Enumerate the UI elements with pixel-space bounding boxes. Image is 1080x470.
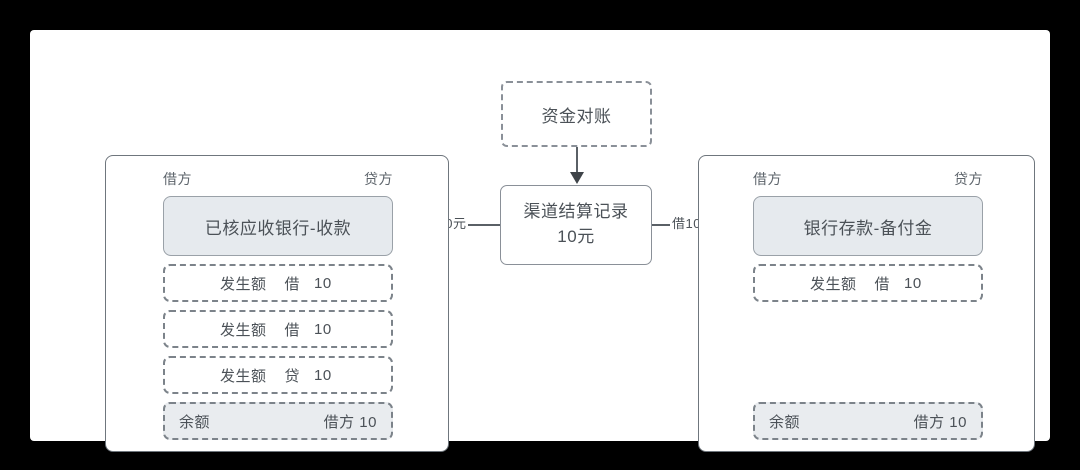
panel-left-header: 借方 贷方 [163, 169, 393, 189]
amount-row-side: 借 [284, 275, 301, 293]
panel-left-account-box[interactable]: 已核应收银行-收款 [163, 196, 393, 256]
panel-right-rows: 银行存款-备付金 发生额 借 10 余额 借方 10 [753, 196, 983, 440]
panel-right-account-label: 银行存款-备付金 [803, 218, 933, 238]
amount-row-side: 借 [874, 275, 891, 293]
amount-row-value: 10 [314, 366, 332, 384]
panel-left-rows: 已核应收银行-收款 发生额 借 10 发生额 借 10 发生额 贷 10 [163, 196, 393, 440]
panel-left-balance-row[interactable]: 余额 借方 10 [163, 402, 393, 440]
t-account-panel-right: 借方 贷方 银行存款-备付金 发生额 借 10 余额 借方 10 [698, 155, 1035, 452]
amount-row-label: 发生额 [219, 367, 267, 385]
table-row[interactable]: 发生额 贷 10 [163, 356, 393, 394]
diagram-canvas: 资金对账 渠道结算记录 10元 贷10元 借10元 借方 贷方 已核应收银行-收… [30, 30, 1050, 452]
panel-right-account-box[interactable]: 银行存款-备付金 [753, 196, 983, 256]
amount-row-side: 借 [284, 321, 301, 339]
amount-row-value: 10 [314, 320, 332, 338]
t-account-panel-left: 借方 贷方 已核应收银行-收款 发生额 借 10 发生额 借 10 [105, 155, 449, 452]
panel-right-debit-label: 借方 [753, 171, 782, 187]
recon-to-center-arrow-head-icon [570, 172, 584, 184]
balance-value: 借方 10 [323, 413, 377, 431]
amount-row-value: 10 [314, 274, 332, 292]
balance-label: 余额 [179, 413, 211, 431]
balance-value: 借方 10 [913, 413, 967, 431]
amount-row-label: 发生额 [219, 275, 267, 293]
recon-node[interactable]: 资金对账 [501, 81, 652, 147]
amount-row-side: 贷 [284, 367, 301, 385]
amount-row-label: 发生额 [219, 321, 267, 339]
channel-settlement-title: 渠道结算记录 [523, 202, 629, 222]
panel-left-credit-label: 贷方 [364, 171, 393, 187]
balance-label: 余额 [769, 413, 801, 431]
panel-right-header: 借方 贷方 [753, 169, 983, 189]
panel-right-credit-label: 贷方 [954, 171, 983, 187]
recon-node-label: 资金对账 [541, 106, 612, 126]
recon-to-center-arrow-line [576, 147, 578, 175]
panel-left-debit-label: 借方 [163, 171, 192, 187]
amount-row-value: 10 [904, 274, 922, 292]
panel-left-account-label: 已核应收银行-收款 [204, 218, 352, 238]
amount-row-label: 发生额 [809, 275, 857, 293]
panel-right-balance-row[interactable]: 余额 借方 10 [753, 402, 983, 440]
row-spacer [753, 356, 983, 394]
table-row[interactable]: 发生额 借 10 [163, 310, 393, 348]
channel-settlement-amount: 10元 [557, 227, 595, 246]
table-row[interactable]: 发生额 借 10 [163, 264, 393, 302]
row-spacer [753, 310, 983, 348]
table-row[interactable]: 发生额 借 10 [753, 264, 983, 302]
channel-settlement-node[interactable]: 渠道结算记录 10元 [500, 185, 652, 265]
